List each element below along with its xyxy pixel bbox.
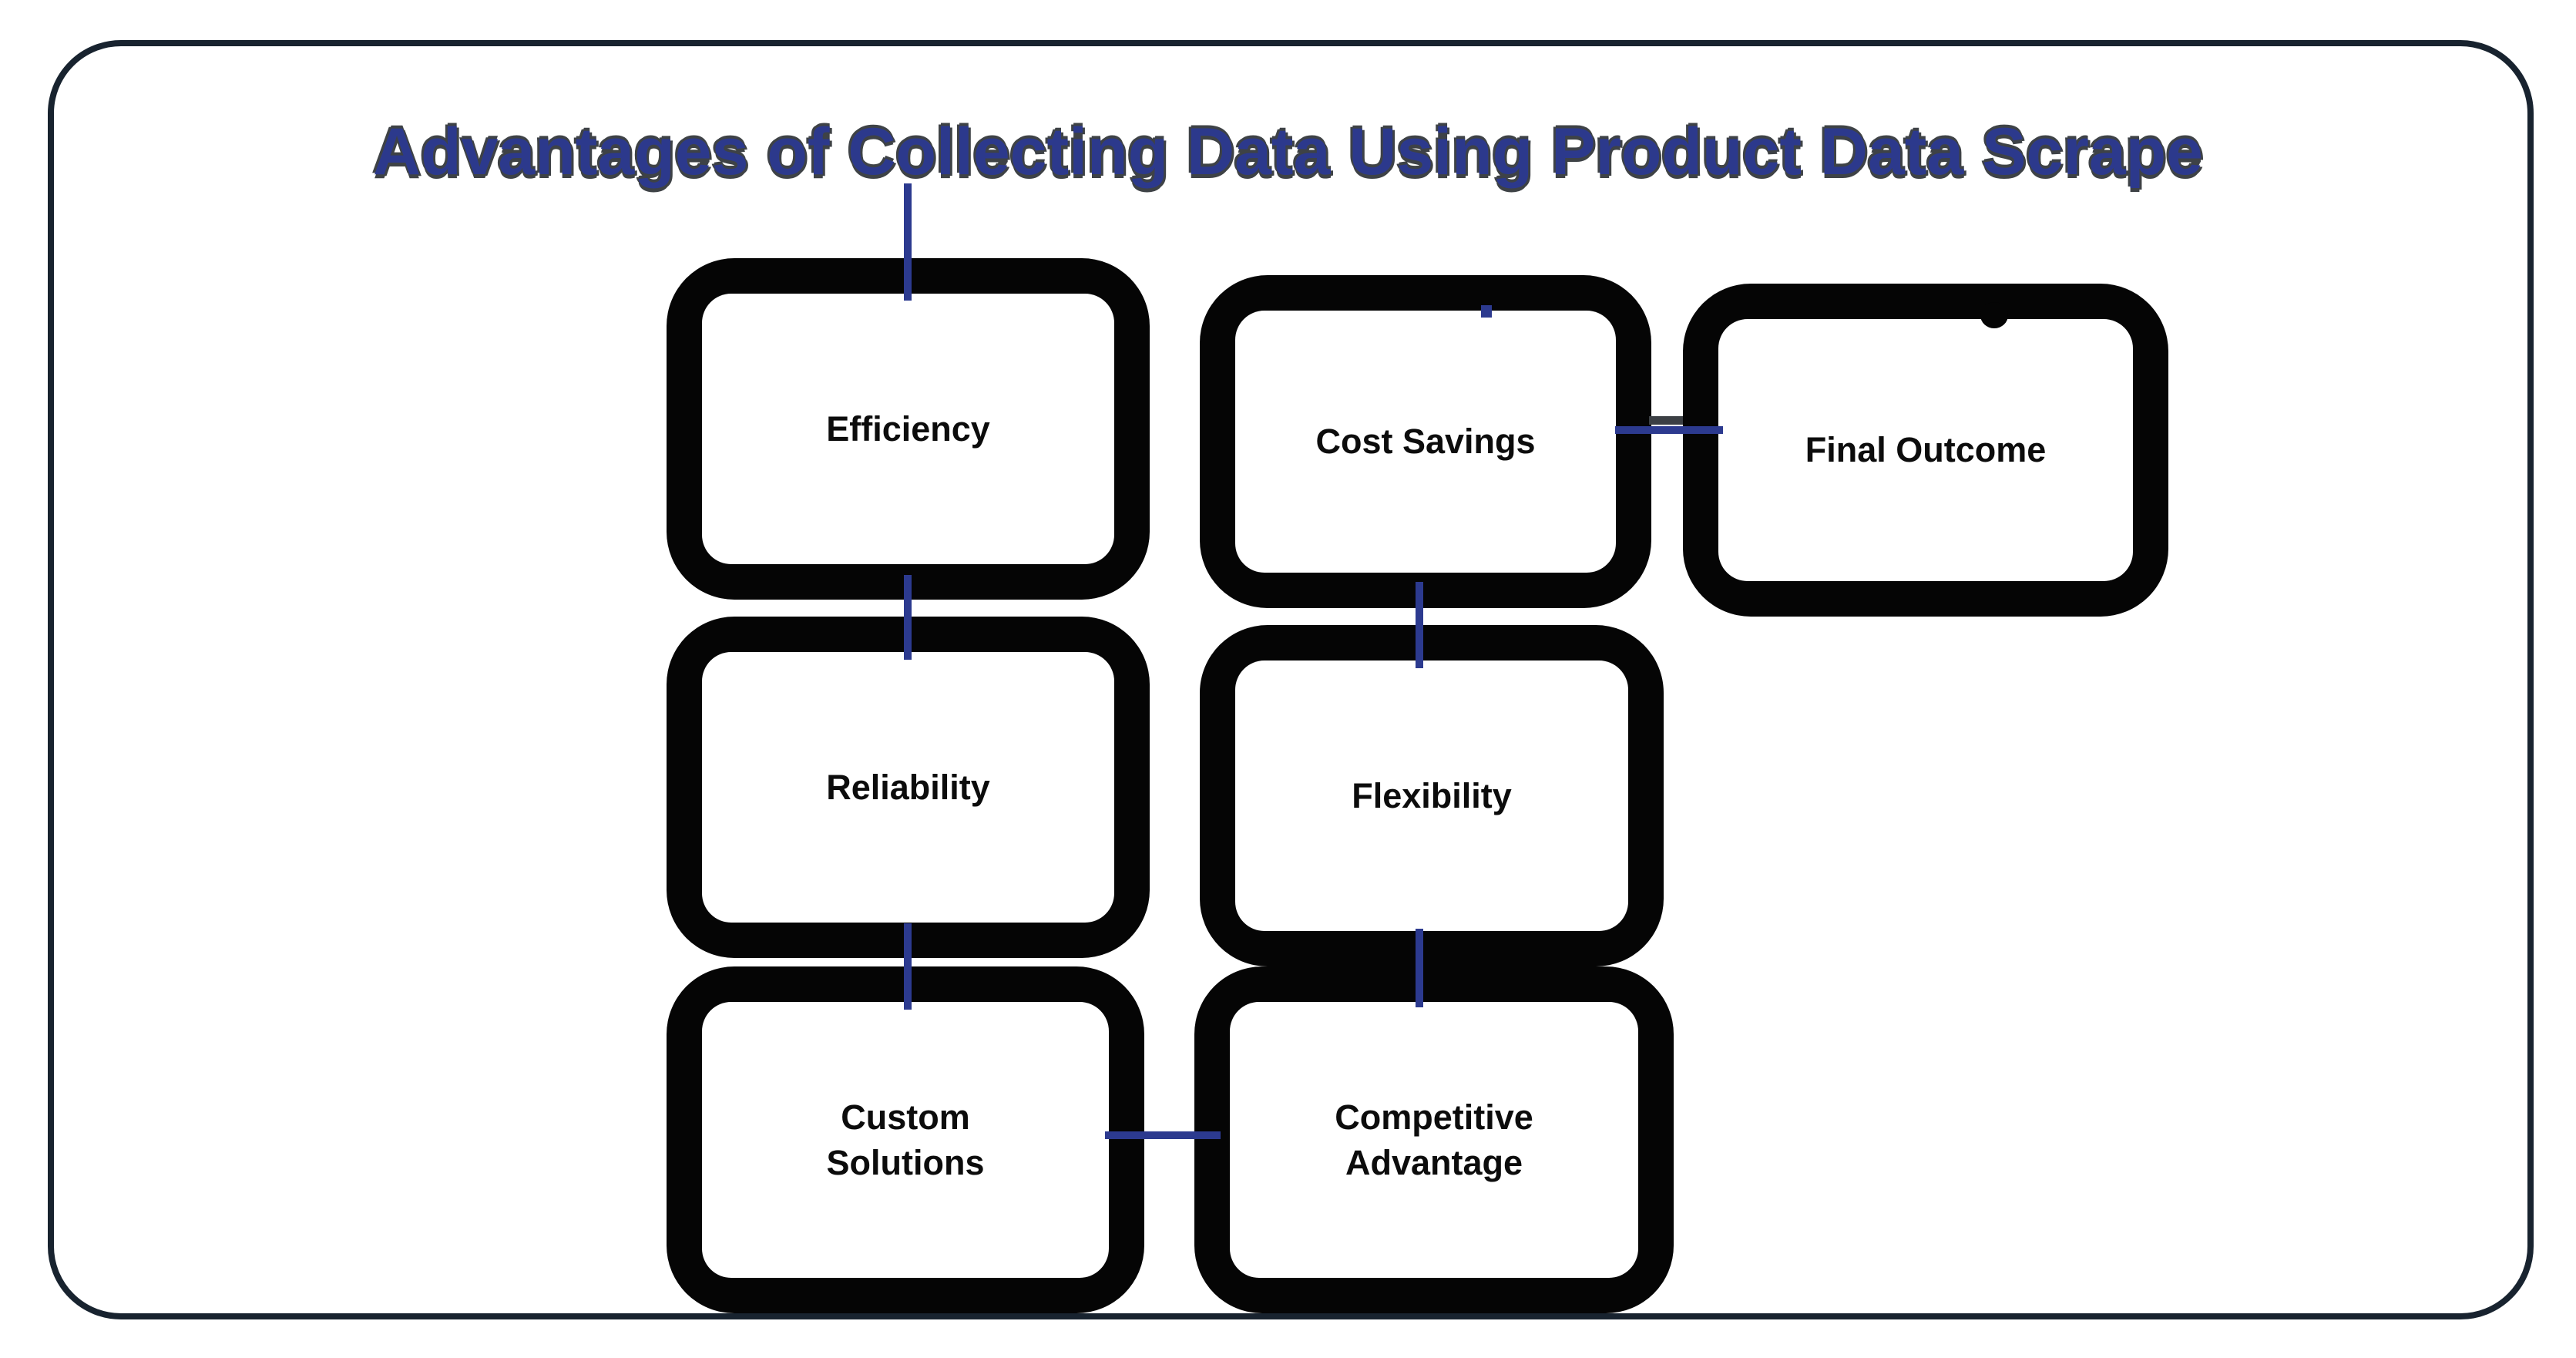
connector-reliability-to-custom-solutions	[904, 923, 912, 1010]
node-cost-savings: Cost Savings	[1200, 275, 1651, 608]
connector-flexibility-to-competitive-advantage	[1416, 929, 1423, 1007]
connector-stub-above-cost-savings	[1481, 305, 1492, 318]
node-efficiency-label: Efficiency	[826, 408, 990, 449]
node-final-outcome: Final Outcome	[1683, 284, 2168, 617]
node-flexibility: Flexibility	[1200, 625, 1664, 966]
node-competitive-advantage: Competitive Advantage	[1194, 966, 1674, 1313]
node-reliability: Reliability	[667, 617, 1150, 958]
node-final-outcome-body: Final Outcome	[1718, 319, 2133, 581]
connector-title-to-efficiency	[904, 183, 912, 301]
node-efficiency: Efficiency	[667, 258, 1150, 600]
page-title: Advantages of Collecting Data Using Prod…	[372, 115, 2204, 189]
notch-final-outcome-top	[1980, 302, 2008, 328]
node-custom-solutions-label: Custom Solutions	[826, 1097, 985, 1182]
connector-cost-savings-to-final-outcome	[1615, 426, 1723, 434]
shadow-stub-cost-savings-final-outcome	[1649, 416, 1683, 425]
node-final-outcome-label: Final Outcome	[1805, 430, 2047, 470]
node-competitive-advantage-label: Competitive Advantage	[1335, 1097, 1533, 1182]
node-flexibility-label: Flexibility	[1352, 775, 1512, 815]
node-efficiency-body: Efficiency	[702, 294, 1114, 564]
node-flexibility-body: Flexibility	[1235, 661, 1628, 931]
connector-custom-solutions-to-competitive-advantage	[1105, 1131, 1221, 1139]
node-reliability-body: Reliability	[702, 652, 1114, 923]
connector-efficiency-to-reliability	[904, 575, 912, 660]
outer-frame-border	[48, 40, 2534, 1319]
node-custom-solutions: Custom Solutions	[667, 966, 1144, 1313]
node-cost-savings-body: Cost Savings	[1235, 311, 1616, 573]
node-custom-solutions-body: Custom Solutions	[702, 1002, 1109, 1278]
node-reliability-label: Reliability	[826, 767, 990, 807]
connector-cost-savings-to-flexibility	[1416, 582, 1423, 668]
node-competitive-advantage-body: Competitive Advantage	[1230, 1002, 1638, 1278]
node-cost-savings-label: Cost Savings	[1315, 422, 1536, 462]
